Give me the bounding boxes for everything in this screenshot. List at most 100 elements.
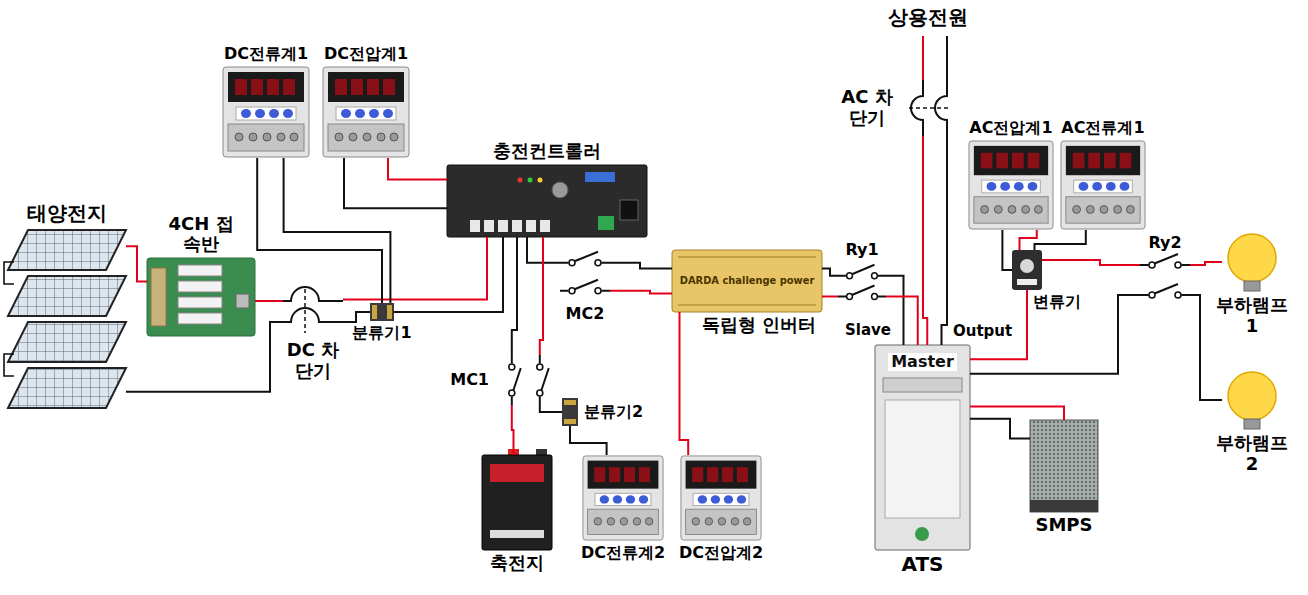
supply-wire <box>946 36 948 80</box>
dc-voltmeter: DC전압계2 <box>680 455 762 541</box>
combiner-box: 4CH 접속반 <box>147 258 255 336</box>
battery-sticker <box>490 464 544 482</box>
component-label: 분류기1 <box>352 324 411 342</box>
wire <box>126 246 147 281</box>
wire <box>1042 260 1140 265</box>
meter-picture <box>969 141 1053 229</box>
wire <box>680 312 689 455</box>
shunt-end <box>387 305 392 319</box>
led <box>518 178 523 183</box>
shunt-end <box>372 305 377 319</box>
component-label: AC 차단기 <box>835 87 899 128</box>
fuse <box>178 297 222 308</box>
switch-symbol <box>838 286 886 300</box>
smps-terminal <box>1030 500 1098 512</box>
switch-symbol <box>509 355 521 405</box>
controller-knob <box>552 182 568 198</box>
wire <box>257 158 382 303</box>
wire <box>1190 262 1222 265</box>
component-label: 분류기2 <box>584 403 643 421</box>
solar-module <box>8 230 126 270</box>
contactor: MC1 <box>495 355 551 405</box>
breaker-link <box>909 107 950 109</box>
combiner-board <box>147 258 255 336</box>
wire <box>570 426 607 455</box>
green-connector <box>598 216 614 230</box>
component-label: DC전류계1 <box>224 45 308 63</box>
controller-terminal <box>470 220 480 232</box>
meter-picture <box>583 456 663 540</box>
meter-picture <box>681 456 761 540</box>
shunt-body <box>370 303 394 321</box>
wire <box>610 263 672 269</box>
ct-body <box>1012 250 1042 290</box>
shunt-end <box>564 400 576 405</box>
wire <box>343 237 487 300</box>
wire <box>512 405 514 455</box>
dc-voltmeter: DC전압계1 <box>322 66 410 158</box>
wire <box>1035 230 1086 250</box>
ac-breaker: AC 차단기 <box>905 80 965 136</box>
wire <box>126 322 283 392</box>
battery: 축전지 <box>482 455 552 550</box>
wire <box>343 312 370 322</box>
switch-symbol <box>560 252 610 266</box>
ats-terminal <box>883 378 962 392</box>
battery-stripe <box>490 530 544 538</box>
switch-symbol <box>560 280 610 294</box>
smps-body <box>1030 420 1098 512</box>
ats-logo <box>915 527 929 541</box>
component-label: 부하램프 1 <box>1210 295 1294 336</box>
ats: MasterATS <box>875 345 970 550</box>
supply-wire <box>922 36 924 80</box>
wire <box>1002 230 1012 270</box>
breaker-link <box>304 289 306 333</box>
ats-body <box>875 345 970 550</box>
lamp-base <box>1244 281 1260 291</box>
lamp-bulb <box>1228 372 1276 420</box>
switch-symbol <box>1140 284 1190 298</box>
solar-module <box>8 322 126 362</box>
relay: Ry2 <box>1140 255 1190 305</box>
controller-terminal <box>484 220 494 232</box>
wire <box>942 136 948 345</box>
inverter: 독립형 인버터DARDA challenge power <box>672 250 822 312</box>
wire <box>822 296 838 298</box>
controller-terminal <box>512 220 522 232</box>
relay: Ry1 <box>838 262 886 308</box>
component-label: DC전압계1 <box>324 45 408 63</box>
switch-symbol <box>537 355 549 405</box>
wire <box>923 136 927 345</box>
switch-symbol <box>838 265 886 279</box>
wire <box>512 237 517 355</box>
ats-panel <box>885 400 960 518</box>
wire-label: Output <box>953 323 1012 340</box>
contactor: MC2 <box>560 246 610 302</box>
shunt: 분류기2 <box>562 398 578 426</box>
dc-ammeter: DC전류계1 <box>222 66 310 158</box>
controller-terminal <box>498 220 508 232</box>
current-transformer: 변류기 <box>1012 250 1042 290</box>
shunt-body <box>562 398 578 426</box>
switch-symbol <box>1140 254 1190 268</box>
device-text: DARDA challenge power <box>677 275 818 286</box>
wire <box>540 237 543 355</box>
meter-picture <box>1061 141 1145 229</box>
led <box>528 178 533 183</box>
component-label: 축전지 <box>490 553 544 574</box>
component-label: Ry1 <box>845 241 878 259</box>
solar-module <box>8 368 126 408</box>
dip-switch <box>585 172 615 182</box>
solar-panel: 태양전지 <box>8 228 126 410</box>
wire <box>540 405 562 412</box>
component-label: DC 차단기 <box>281 340 345 381</box>
inverter-body <box>672 250 822 312</box>
controller-terminal <box>526 220 536 232</box>
wire <box>388 158 447 179</box>
led <box>538 178 543 183</box>
ac-voltmeter: AC전압계1 <box>968 140 1054 230</box>
controller-terminal <box>540 220 550 232</box>
meter-picture <box>223 67 309 157</box>
